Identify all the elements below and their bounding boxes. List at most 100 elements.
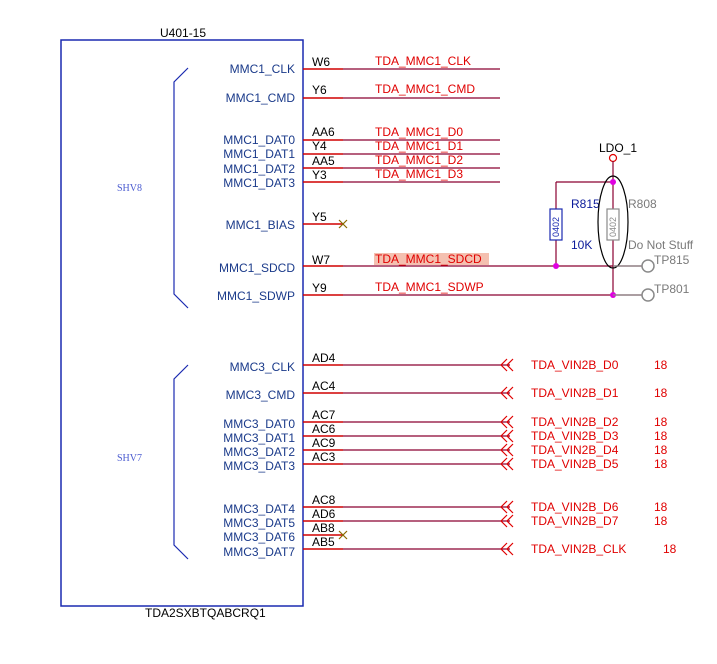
- pin-mmc3-dat7[interactable]: MMC3_DAT7 AB5 TDA_VIN2B_CLK 18: [223, 535, 676, 559]
- page-ref[interactable]: 18: [663, 542, 677, 556]
- pin-mmc1-dat3[interactable]: MMC1_DAT3 Y3 TDA_MMC1_D3: [223, 167, 500, 190]
- page-ref[interactable]: 18: [654, 514, 668, 528]
- pin-mmc3-dat0[interactable]: MMC3_DAT0 AC7 TDA_VIN2B_D2 18: [223, 408, 667, 431]
- section-bracket-shv7: [173, 364, 189, 560]
- pin-mmc3-dat2[interactable]: MMC3_DAT2 AC9 TDA_VIN2B_D4 18: [223, 436, 667, 459]
- offpage-connector-icon: [500, 542, 514, 556]
- resistor-note: Do Not Stuff: [628, 238, 694, 252]
- power-port-icon: [608, 153, 618, 163]
- offpage-connector-icon: [500, 386, 514, 400]
- testpoint-icon: [641, 259, 655, 273]
- resistor-r815[interactable]: 0402 R815 10K: [549, 197, 600, 252]
- offpage-connector-icon: [500, 500, 514, 514]
- pin-mmc3-dat4[interactable]: MMC3_DAT4 AC8 TDA_VIN2B_D6 18: [223, 493, 667, 516]
- pin-mmc3-clk[interactable]: MMC3_CLK AD4 TDA_VIN2B_D0 18: [230, 351, 668, 374]
- net-label[interactable]: TDA_VIN2B_D1: [531, 386, 619, 400]
- pin-mmc1-dat2[interactable]: MMC1_DAT2 AA5 TDA_MMC1_D2: [223, 153, 500, 176]
- net-label[interactable]: TDA_MMC1_CMD: [375, 82, 475, 96]
- pin-number: AC4: [312, 379, 336, 393]
- section-bracket-shv8: [173, 67, 189, 309]
- net-label[interactable]: TDA_MMC1_D1: [375, 139, 463, 153]
- pin-name: MMC1_SDWP: [217, 289, 295, 303]
- component-ref: U401-15: [160, 26, 206, 40]
- pin-name: MMC1_DAT1: [223, 147, 295, 161]
- pin-number: W7: [312, 253, 330, 267]
- page-ref[interactable]: 18: [654, 443, 668, 457]
- testpoint-tp815[interactable]: TP815: [613, 253, 690, 273]
- page-ref[interactable]: 18: [654, 386, 668, 400]
- net-label[interactable]: TDA_VIN2B_D7: [531, 514, 619, 528]
- page-ref[interactable]: 18: [654, 358, 668, 372]
- net-label[interactable]: TDA_MMC1_CLK: [375, 54, 471, 68]
- page-ref[interactable]: 18: [654, 500, 668, 514]
- pin-name: MMC1_CLK: [230, 62, 295, 76]
- pin-mmc3-dat5[interactable]: MMC3_DAT5 AD6 TDA_VIN2B_D7 18: [223, 507, 667, 530]
- pin-number: AD6: [312, 507, 336, 521]
- page-ref[interactable]: 18: [654, 415, 668, 429]
- pin-number: Y9: [312, 281, 327, 295]
- offpage-connector-icon: [500, 415, 514, 429]
- no-connect-icon: [338, 219, 348, 229]
- pin-mmc1-bias[interactable]: MMC1_BIAS Y5: [226, 210, 348, 232]
- section-label-shv8: SHV8: [117, 183, 142, 194]
- offpage-connector-icon: [500, 457, 514, 471]
- pin-number: AC7: [312, 408, 336, 422]
- pin-mmc1-sdwp[interactable]: MMC1_SDWP Y9 TDA_MMC1_SDWP: [217, 280, 642, 303]
- page-ref[interactable]: 18: [654, 429, 668, 443]
- offpage-connector-icon: [500, 429, 514, 443]
- resistor-ref: R815: [571, 197, 600, 211]
- pin-number: Y3: [312, 168, 327, 182]
- pin-number: AB5: [312, 535, 335, 549]
- component-body[interactable]: [60, 39, 304, 607]
- pin-number: AD4: [312, 351, 336, 365]
- pin-name: MMC1_BIAS: [226, 218, 295, 232]
- testpoint-label: TP801: [654, 282, 690, 296]
- junction-dot: [553, 263, 559, 269]
- power-ldo1[interactable]: LDO_1: [599, 141, 637, 163]
- net-label[interactable]: TDA_MMC1_SDCD: [375, 252, 482, 266]
- pin-mmc1-clk[interactable]: MMC1_CLK W6 TDA_MMC1_CLK: [230, 54, 500, 76]
- pin-number: AC6: [312, 422, 336, 436]
- testpoint-tp801[interactable]: TP801: [613, 282, 690, 302]
- pin-number: AC3: [312, 450, 336, 464]
- pin-number: AA5: [312, 154, 335, 168]
- pin-mmc1-dat0[interactable]: MMC1_DAT0 AA6 TDA_MMC1_D0: [223, 125, 500, 147]
- page-ref[interactable]: 18: [654, 457, 668, 471]
- pin-mmc1-cmd[interactable]: MMC1_CMD Y6 TDA_MMC1_CMD: [226, 82, 500, 105]
- net-label[interactable]: TDA_VIN2B_D4: [531, 443, 619, 457]
- net-label[interactable]: TDA_VIN2B_D3: [531, 429, 619, 443]
- pin-name: MMC1_DAT2: [223, 162, 295, 176]
- pin-mmc3-cmd[interactable]: MMC3_CMD AC4 TDA_VIN2B_D1 18: [226, 379, 668, 402]
- net-label[interactable]: TDA_VIN2B_D0: [531, 358, 619, 372]
- net-label[interactable]: TDA_VIN2B_D5: [531, 457, 619, 471]
- pin-mmc1-sdcd[interactable]: MMC1_SDCD W7 TDA_MMC1_SDCD: [219, 252, 642, 275]
- net-label[interactable]: TDA_MMC1_D3: [375, 167, 463, 181]
- pin-number: Y4: [312, 139, 327, 153]
- pin-number: AA6: [312, 125, 335, 139]
- resistor-body: [549, 208, 563, 241]
- net-label[interactable]: TDA_MMC1_D0: [375, 125, 463, 139]
- resistor-r808[interactable]: 0402 R808 Do Not Stuff: [597, 175, 694, 269]
- testpoint-label: TP815: [654, 253, 690, 267]
- pin-mmc3-dat3[interactable]: MMC3_DAT3 AC3 TDA_VIN2B_D5 18: [223, 450, 667, 473]
- resistor-package: 0402: [608, 217, 618, 237]
- pin-mmc3-dat6[interactable]: MMC3_DAT6 AB8: [223, 521, 348, 544]
- pin-name: MMC1_DAT3: [223, 176, 295, 190]
- pin-mmc3-dat1[interactable]: MMC3_DAT1 AC6 TDA_VIN2B_D3 18: [223, 422, 667, 445]
- power-label: LDO_1: [599, 141, 637, 155]
- net-label[interactable]: TDA_MMC1_SDWP: [375, 280, 484, 294]
- net-label[interactable]: TDA_VIN2B_CLK: [531, 542, 626, 556]
- net-label[interactable]: TDA_VIN2B_D2: [531, 415, 619, 429]
- pin-name: MMC3_DAT0: [223, 417, 295, 431]
- pin-mmc1-dat1[interactable]: MMC1_DAT1 Y4 TDA_MMC1_D1: [223, 139, 500, 161]
- pin-name: MMC3_DAT1: [223, 431, 295, 445]
- pin-name: MMC1_SDCD: [219, 261, 295, 275]
- pin-number: AB8: [312, 521, 335, 535]
- pin-name: MMC3_DAT3: [223, 459, 295, 473]
- net-label[interactable]: TDA_VIN2B_D6: [531, 500, 619, 514]
- pin-name: MMC3_CLK: [230, 360, 295, 374]
- net-label[interactable]: TDA_MMC1_D2: [375, 153, 463, 167]
- resistor-value: 10K: [571, 238, 592, 252]
- pin-name: MMC3_DAT4: [223, 502, 295, 516]
